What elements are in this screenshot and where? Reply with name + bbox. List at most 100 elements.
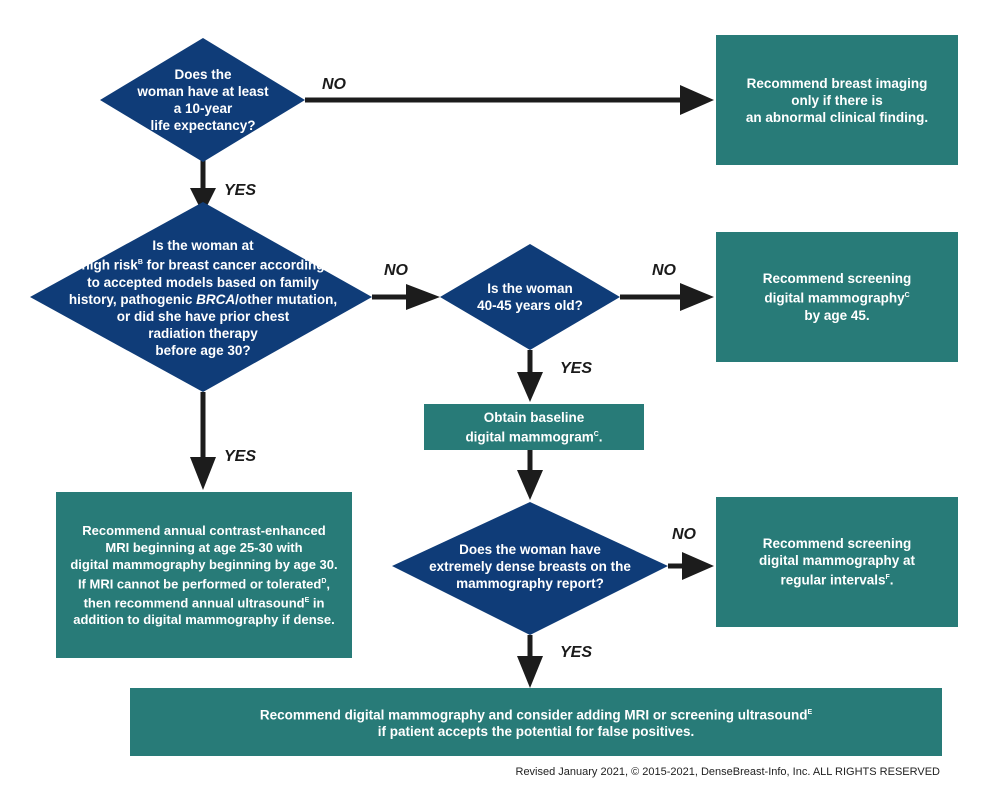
decision-high-risk-text: Is the woman at high riskB for breast ca… — [58, 232, 348, 364]
action-dense-line: Recommend digital mammography and consid… — [260, 704, 812, 724]
decision-risk-line: before age 30? — [155, 342, 251, 358]
action-dense-line: if patient accepts the potential for fal… — [377, 724, 695, 740]
screen-mammo-text: digital mammography — [764, 290, 905, 306]
decision-risk-line: history, pathogenic BRCA/other mutation, — [69, 291, 337, 308]
risk-line-tail: for breast cancer according — [142, 257, 325, 273]
decision-risk-line: Is the woman at — [152, 238, 254, 254]
action-shapes — [56, 35, 958, 756]
action-high-risk-box — [56, 492, 352, 658]
mri-comma: , — [326, 576, 331, 591]
action-mri-line: then recommend annual ultrasoundE in — [84, 592, 325, 611]
action-mri-line: Recommend annual contrast-enhanced — [82, 522, 326, 538]
high-risk-term: high risk — [81, 257, 138, 273]
label-no-age: NO — [652, 262, 676, 279]
connectors — [200, 97, 688, 660]
mri-ultrasound-text: then recommend annual ultrasound — [83, 595, 305, 611]
label-no-risk: NO — [384, 262, 408, 279]
action-abnormal-text: Recommend breast imaging only if there i… — [716, 35, 958, 165]
label-yes-life: YES — [224, 182, 257, 199]
arrowhead-baseline-down — [517, 470, 543, 500]
mri-tolerated-text: If MRI cannot be performed or tolerated — [77, 576, 322, 591]
footnote-e: E — [807, 708, 813, 716]
decision-age-shape — [440, 244, 620, 350]
label-no-dense: NO — [672, 526, 696, 543]
action-regular-line: Recommend screening — [762, 536, 912, 552]
arrowheads — [190, 85, 714, 688]
decision-shapes — [30, 38, 668, 635]
action-baseline-line: Obtain baseline — [483, 409, 585, 425]
arrowhead-life-yes — [190, 188, 216, 214]
action-mri-line: digital mammography beginning by age 30. — [70, 556, 338, 572]
action-abnormal-line: an abnormal clinical finding. — [745, 109, 929, 125]
action-mri-line: MRI beginning at age 25-30 with — [105, 539, 303, 555]
dense-recommend-text: Recommend digital mammography and consid… — [259, 707, 808, 723]
decision-life-expectancy-text: Does the woman have at least a 10-year l… — [128, 54, 278, 146]
arrowhead-age-yes — [517, 372, 543, 402]
label-yes-dense: YES — [560, 644, 593, 661]
brca-term: BRCA — [196, 291, 236, 307]
action-mri-line: If MRI cannot be performed or toleratedD… — [78, 573, 330, 592]
mri-in-text: in — [309, 595, 325, 611]
action-baseline-line: digital mammogramC. — [465, 426, 602, 446]
footnote-c: C — [904, 292, 910, 300]
action-screen-line: digital mammographyC — [764, 287, 909, 307]
decision-dense-line: mammography report? — [456, 575, 604, 591]
decision-life-line: life expectancy? — [150, 118, 256, 133]
risk-history-text: history, pathogenic — [68, 291, 197, 307]
decision-risk-line: to accepted models based on family — [87, 274, 319, 290]
footnote-d: D — [321, 577, 327, 585]
action-screen-line: Recommend screening — [762, 271, 912, 287]
action-high-risk-text: Recommend annual contrast-enhanced MRI b… — [56, 492, 352, 658]
action-abnormal-line: Recommend breast imaging — [746, 75, 928, 91]
label-yes-risk: YES — [224, 448, 257, 465]
arrowhead-dense-yes — [517, 656, 543, 688]
footnote-c: C — [593, 430, 599, 438]
baseline-period: . — [598, 429, 603, 445]
decision-life-line: a 10-year — [173, 101, 233, 116]
action-abnormal-box — [716, 35, 958, 165]
decision-dense-shape — [392, 502, 668, 635]
action-abnormal-line: only if there is — [791, 92, 883, 108]
baseline-mammo-text: digital mammogram — [465, 429, 594, 445]
decision-dense-line: Does the woman have — [459, 541, 601, 557]
regular-period: . — [889, 572, 894, 588]
action-baseline-text: Obtain baseline digital mammogramC. — [424, 404, 644, 450]
decision-risk-line: or did she have prior chest — [116, 308, 290, 324]
action-mri-line: addition to digital mammography if dense… — [73, 612, 335, 628]
action-regular-box — [716, 497, 958, 627]
decision-life-expectancy-shape — [100, 38, 305, 162]
footer-copyright: Revised January 2021, © 2015-2021, Dense… — [515, 766, 941, 778]
decision-age-line: 40-45 years old? — [477, 298, 583, 313]
arrowhead-dense-no — [682, 552, 714, 580]
decision-dense-line: extremely dense breasts on the — [429, 558, 631, 574]
footnote-f: F — [885, 574, 890, 582]
decision-life-line: Does the — [174, 67, 232, 82]
decision-risk-line: high riskB for breast cancer according — [82, 254, 325, 274]
action-dense-text: Recommend digital mammography and consid… — [130, 688, 942, 756]
decision-age-line: Is the woman — [487, 281, 573, 296]
action-screen-45-text: Recommend screening digital mammographyC… — [716, 232, 958, 362]
action-screen-45-box — [716, 232, 958, 362]
action-regular-line: regular intervalsF. — [780, 569, 893, 589]
decision-dense-text: Does the woman have extremely dense brea… — [410, 538, 650, 594]
decision-risk-line: radiation therapy — [148, 325, 258, 341]
arrowhead-age-no — [680, 283, 714, 311]
footnote-b: B — [137, 259, 143, 267]
arrowhead-risk-yes — [190, 457, 216, 490]
label-yes-age: YES — [560, 360, 593, 377]
action-regular-text: Recommend screening digital mammography … — [716, 497, 958, 627]
decision-age-text: Is the woman 40-45 years old? — [460, 278, 600, 316]
action-dense-box — [130, 688, 942, 756]
action-regular-line: digital mammography at — [758, 553, 916, 569]
action-baseline-box — [424, 404, 644, 450]
arrowhead-risk-no — [406, 284, 440, 310]
footnote-e: E — [304, 597, 310, 604]
label-no-life: NO — [322, 76, 346, 93]
regular-intervals-text: regular intervals — [780, 572, 886, 588]
decision-life-line: woman have at least — [137, 84, 269, 99]
arrowhead-life-no — [680, 85, 714, 115]
risk-mutation-text: /other mutation, — [235, 291, 338, 307]
action-screen-line: by age 45. — [804, 307, 870, 323]
decision-high-risk-shape — [30, 202, 372, 392]
